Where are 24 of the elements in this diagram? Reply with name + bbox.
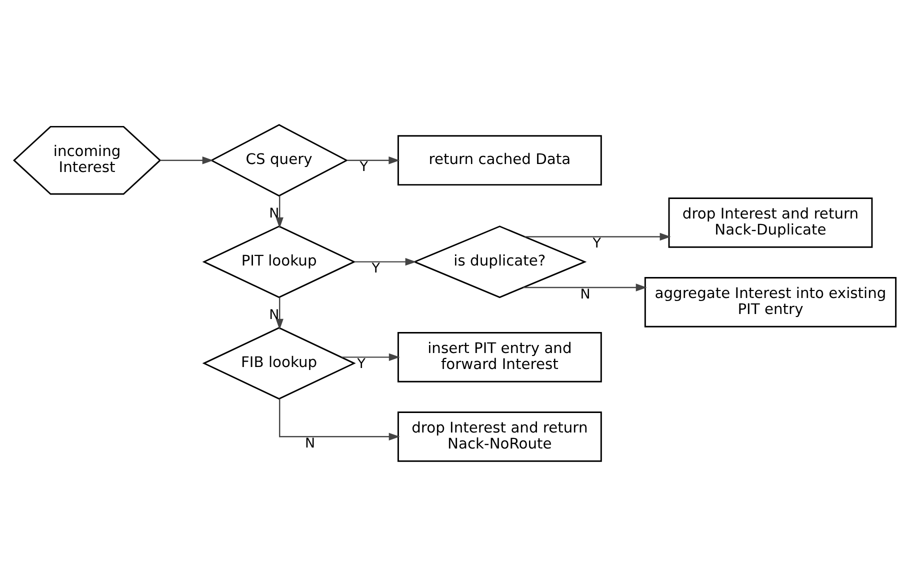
edge-label: Y bbox=[592, 236, 600, 252]
node-box: drop Interest and return Nack-Duplicate bbox=[668, 198, 872, 248]
edge-label: Y bbox=[371, 262, 380, 277]
arrow bbox=[275, 196, 283, 228]
arrow bbox=[346, 156, 400, 164]
arrow bbox=[275, 297, 283, 330]
node-box: drop Interest and return Nack-NoRoute bbox=[396, 411, 602, 462]
node-diamond: FIB lookup bbox=[202, 327, 356, 400]
node-box: return cached Data bbox=[396, 135, 602, 186]
arrow bbox=[354, 258, 416, 266]
node-box: aggregate Interest into existing PIT entry bbox=[644, 276, 896, 328]
arrow bbox=[160, 156, 213, 164]
arrow bbox=[278, 398, 400, 441]
edge-label: Y bbox=[356, 356, 365, 372]
node-box: insert PIT entry and forward Interest bbox=[396, 332, 602, 382]
edge-label: N bbox=[268, 206, 279, 222]
arrow bbox=[341, 353, 400, 362]
node-diamond: CS query bbox=[209, 124, 348, 197]
arrow bbox=[522, 284, 646, 292]
edge-label: N bbox=[304, 436, 315, 452]
arrow bbox=[524, 232, 670, 241]
node-diamond: PIT lookup bbox=[202, 226, 356, 298]
edge-label: N bbox=[268, 308, 279, 324]
edge-label: Y bbox=[359, 160, 368, 176]
